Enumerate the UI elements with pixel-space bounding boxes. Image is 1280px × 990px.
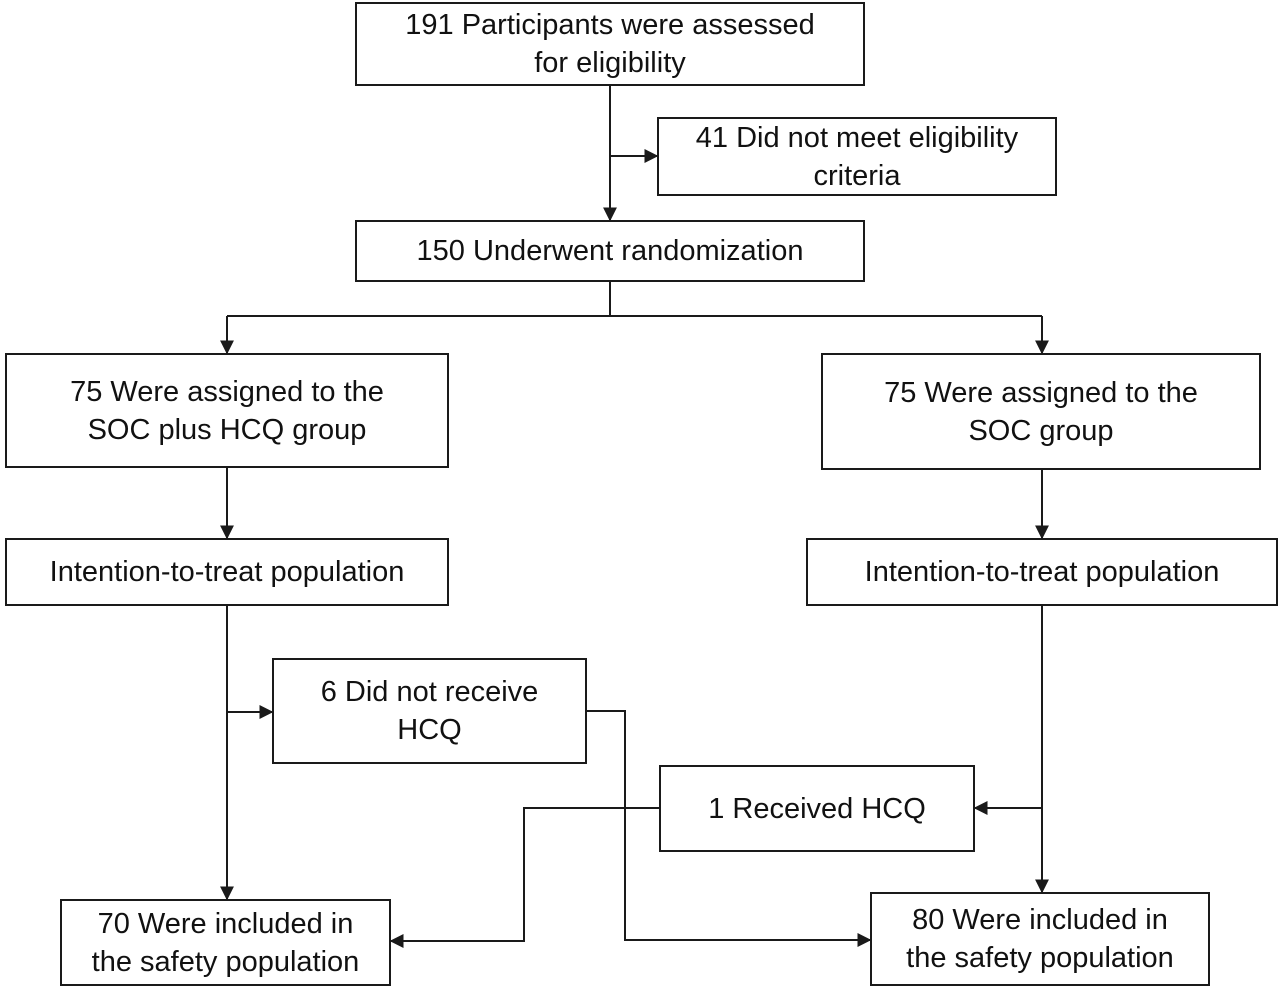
received-hcq-label: 1 Received HCQ <box>708 792 926 825</box>
safety-left-box: 70 Were included in the safety populatio… <box>60 899 391 986</box>
assessed-line-1: 191 Participants were assessed <box>405 9 815 41</box>
safety-right-box: 80 Were included in the safety populatio… <box>870 892 1210 986</box>
soc-group-box: 75 Were assigned to the SOC group <box>821 353 1261 470</box>
safety-left-line-1: 70 Were included in <box>97 907 354 940</box>
connector-no-hcq-to-right-safety <box>587 710 872 947</box>
randomization-label: 150 Underwent randomization <box>416 235 804 267</box>
excluded-line-1: 41 Did not meet eligibility <box>695 121 1019 154</box>
no-hcq-line-1: 6 Did not receive <box>320 676 539 708</box>
safety-left-line-2: the safety population <box>91 945 360 978</box>
safety-right-line-2: the safety population <box>906 942 1174 974</box>
itt-left-box: Intention-to-treat population <box>5 538 449 606</box>
assessed-box: 191 Participants were assessed for eligi… <box>355 2 865 86</box>
no-hcq-line-2: HCQ <box>397 714 462 746</box>
hcq-group-box: 75 Were assigned to the SOC plus HCQ gro… <box>5 353 449 468</box>
hcq-group-line-1: 75 Were assigned to the <box>70 375 384 408</box>
soc-group-line-1: 75 Were assigned to the <box>884 376 1198 409</box>
excluded-box: 41 Did not meet eligibility criteria <box>657 117 1057 196</box>
itt-left-label: Intention-to-treat population <box>49 556 405 588</box>
itt-right-label: Intention-to-treat population <box>864 556 1220 588</box>
itt-right-box: Intention-to-treat population <box>806 538 1278 606</box>
excluded-line-2: criteria <box>813 159 901 192</box>
connector-received-hcq-to-left-safety <box>389 807 659 948</box>
randomization-box: 150 Underwent randomization <box>355 220 865 282</box>
hcq-group-line-2: SOC plus HCQ group <box>87 413 367 446</box>
assessed-line-2: for eligibility <box>534 47 686 79</box>
soc-group-line-2: SOC group <box>968 414 1114 447</box>
no-hcq-box: 6 Did not receive HCQ <box>272 658 587 764</box>
safety-right-line-1: 80 Were included in <box>912 904 1168 936</box>
received-hcq-box: 1 Received HCQ <box>659 765 975 852</box>
